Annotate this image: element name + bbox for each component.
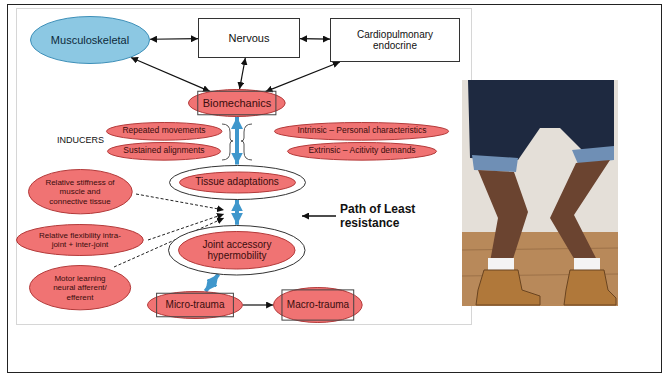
frame-outline bbox=[157, 293, 234, 317]
frame-outline bbox=[198, 91, 276, 115]
process-ellipse: Biomechanics bbox=[188, 89, 286, 117]
inducer-ellipse: Sustained alignments bbox=[107, 142, 221, 161]
connector-arrow bbox=[235, 117, 239, 165]
boot bbox=[564, 270, 616, 305]
node-text: Musculoskeletal bbox=[51, 34, 129, 47]
connector-arrow bbox=[205, 274, 218, 291]
connector-arrow bbox=[300, 38, 330, 40]
ellipse-outline bbox=[17, 225, 144, 256]
frame-outline bbox=[282, 290, 354, 320]
connector-arrow bbox=[131, 58, 210, 92]
process-ellipse: Tissue adaptations bbox=[169, 165, 306, 200]
shorts bbox=[468, 80, 614, 160]
ellipse-outline bbox=[274, 288, 363, 323]
pointer-label: Path of Least resistance bbox=[340, 203, 440, 231]
system-box: Nervous bbox=[198, 18, 300, 58]
inducer-bracket bbox=[222, 124, 233, 160]
node-text-block: Sustained alignments bbox=[123, 146, 204, 156]
connector-arrow bbox=[240, 58, 246, 89]
node-text: Intrinsic – Personal characteristics bbox=[298, 126, 427, 136]
ellipse-outline bbox=[179, 172, 295, 193]
left-leg bbox=[478, 170, 528, 262]
node-text-block: Intrinsic – Personal characteristics bbox=[298, 126, 427, 136]
photo-wall bbox=[462, 80, 618, 306]
node-text: Relative stiffness of muscle and connect… bbox=[43, 178, 117, 206]
ellipse-outline bbox=[148, 292, 243, 319]
node-text: Tissue adaptations bbox=[195, 176, 279, 188]
right-leg bbox=[550, 160, 610, 262]
node-text-block: Musculoskeletal bbox=[51, 34, 129, 47]
process-ellipse: Joint accessory hypermobility bbox=[168, 225, 306, 276]
inducer-ellipse: Extrinsic – Acitivity demands bbox=[287, 142, 437, 161]
inducer-bracket bbox=[241, 124, 252, 160]
connector-arrow bbox=[235, 200, 239, 225]
group-label: INDUCERS bbox=[36, 135, 104, 145]
sock bbox=[574, 258, 600, 271]
ellipse-outline bbox=[28, 170, 132, 214]
factor-ellipse: Relative stiffness of muscle and connect… bbox=[28, 169, 133, 214]
node-text-block: Extrinsic – Acitivity demands bbox=[308, 146, 415, 156]
node-text-block: Relative flexibility intra-joint + inter… bbox=[34, 231, 126, 249]
box-outline bbox=[199, 19, 300, 58]
node-text: Biomechanics bbox=[203, 97, 271, 110]
node-text: Macro-trauma bbox=[287, 299, 349, 311]
node-text-block: Micro-trauma bbox=[166, 299, 225, 311]
node-text-block: Biomechanics bbox=[203, 97, 271, 110]
floor-board bbox=[462, 248, 618, 250]
photo-floor bbox=[462, 232, 618, 306]
factor-ellipse: Motor learning neural afferent/ efferent bbox=[29, 265, 131, 310]
ellipse-outline bbox=[275, 122, 449, 140]
ellipse-outline bbox=[29, 266, 130, 310]
node-text-block: Cardiopulmonary endocrine bbox=[340, 29, 450, 52]
node-text: Extrinsic – Acitivity demands bbox=[308, 146, 415, 156]
node-text-block: Joint accessory hypermobility bbox=[195, 239, 279, 262]
legs-photo bbox=[462, 80, 618, 306]
outcome-ellipse: Micro-trauma bbox=[147, 291, 243, 319]
ring-outline bbox=[169, 225, 306, 275]
node-text: Sustained alignments bbox=[123, 146, 204, 156]
factor-ellipse: Relative flexibility intra-joint + inter… bbox=[16, 224, 144, 256]
node-text-block: Motor learning neural afferent/ efferent bbox=[44, 274, 116, 302]
inducer-ellipse: Repeated movements bbox=[106, 122, 222, 141]
ring-outline bbox=[169, 165, 305, 199]
ellipse-outline bbox=[288, 142, 437, 160]
node-text: Nervous bbox=[229, 32, 270, 45]
node-text: Relative flexibility intra-joint + inter… bbox=[34, 231, 126, 249]
ellipse-outline bbox=[106, 122, 221, 140]
connector-arrow bbox=[243, 304, 273, 305]
inducer-ellipse: Intrinsic – Personal characteristics bbox=[274, 122, 449, 141]
ellipse-outline bbox=[31, 17, 150, 64]
diagram-panel bbox=[17, 9, 472, 325]
node-text: Joint accessory hypermobility bbox=[195, 239, 279, 262]
node-text-block: Nervous bbox=[229, 32, 270, 45]
node-text-block: Macro-trauma bbox=[287, 299, 349, 311]
node-text: Micro-trauma bbox=[166, 299, 225, 311]
connector-arrow bbox=[150, 38, 198, 40]
system-ellipse: Musculoskeletal bbox=[30, 16, 150, 64]
node-text-block: Repeated movements bbox=[122, 126, 205, 136]
pointer-arrow bbox=[302, 215, 336, 217]
ellipse-outline bbox=[179, 231, 296, 269]
boot bbox=[476, 270, 540, 305]
slide-frame bbox=[8, 5, 662, 373]
outcome-ellipse: Macro-trauma bbox=[273, 287, 363, 323]
ellipse-outline bbox=[189, 90, 286, 117]
node-text: Cardiopulmonary endocrine bbox=[340, 29, 450, 52]
shorts-cuff bbox=[472, 155, 518, 172]
box-outline bbox=[331, 19, 460, 62]
node-text: Repeated movements bbox=[122, 126, 205, 136]
ellipse-outline bbox=[107, 142, 220, 160]
connector-arrow bbox=[265, 62, 339, 92]
node-text: Motor learning neural afferent/ efferent bbox=[44, 274, 116, 302]
system-box: Cardiopulmonary endocrine bbox=[330, 18, 460, 62]
node-text-block: Relative stiffness of muscle and connect… bbox=[43, 178, 117, 206]
sock bbox=[488, 258, 514, 271]
node-text-block: Tissue adaptations bbox=[195, 176, 279, 188]
